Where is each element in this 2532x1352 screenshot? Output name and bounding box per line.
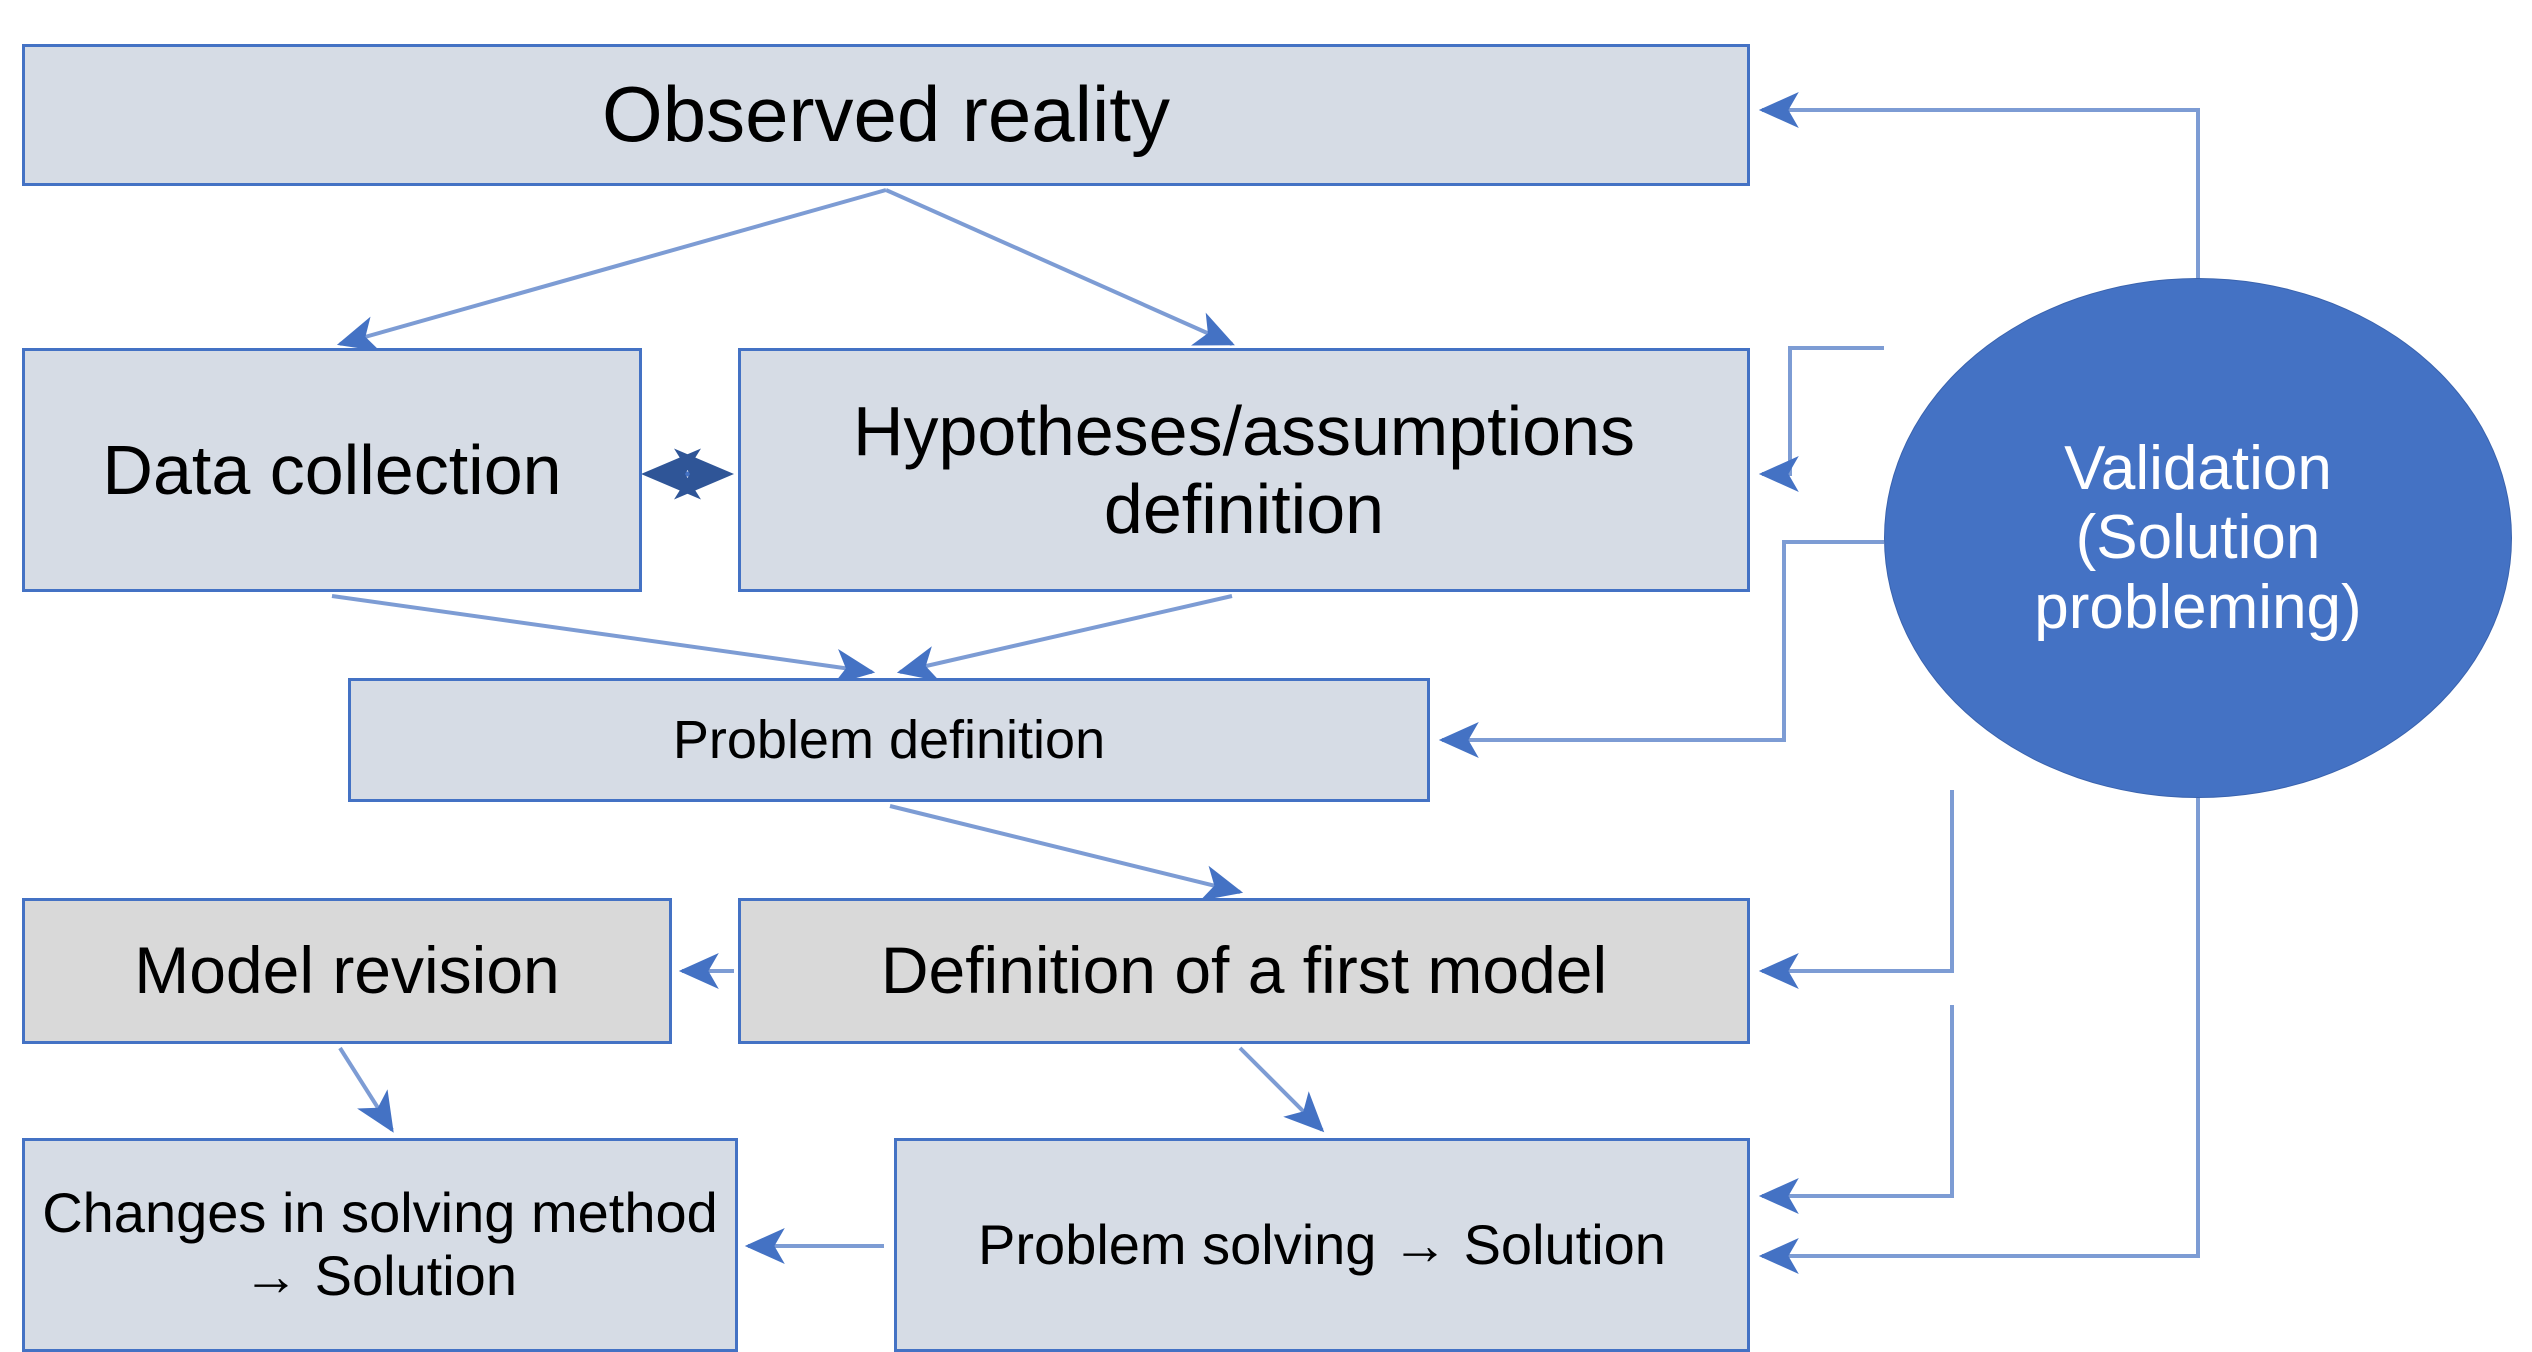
node-validation-line1: Validation (2064, 433, 2332, 503)
node-definition-of-a-first-model[interactable]: Definition of a first model (738, 898, 1750, 1044)
node-validation-solution-probleming[interactable]: Validation (Solution probleming) (1884, 278, 2512, 798)
node-problem-solving-label: Problem solving → Solution (978, 1212, 1666, 1277)
node-changes-line1: Changes in solving (42, 1181, 516, 1245)
node-problem-solving-line1: Problem solving → (978, 1212, 1449, 1276)
edge-observed-to-data (336, 188, 887, 352)
node-changes-label: Changes in solving method → Solution (37, 1181, 723, 1307)
node-first-model-label: Definition of a first model (880, 933, 1608, 1008)
node-changes-line2: method → Solution (243, 1181, 718, 1307)
node-validation-line2: (Solution (2075, 503, 2321, 573)
node-hypotheses-assumptions-definition[interactable]: Hypotheses/assumptions definition (738, 348, 1750, 592)
edge-modelrevision-to-changes (338, 1046, 394, 1133)
node-data-collection-label: Data collection (102, 431, 561, 509)
node-data-collection[interactable]: Data collection (22, 348, 642, 592)
edge-validation-to-observed (1758, 92, 2200, 280)
node-problem-definition-label: Problem definition (672, 709, 1106, 770)
edge-hypotheses-to-problemdefinition (896, 594, 1233, 682)
edge-validation-to-firstmodel (1758, 790, 1954, 989)
node-changes-in-solving-method[interactable]: Changes in solving method → Solution (22, 1138, 738, 1352)
edge-firstmodel-to-problemsolving (1238, 1046, 1325, 1133)
node-data-collection-line1: Data (102, 430, 251, 509)
node-observed-reality[interactable]: Observed reality (22, 44, 1750, 186)
node-validation-line3: probleming) (2034, 572, 2362, 642)
node-hypotheses-line1: Hypotheses/assumptions (852, 391, 1636, 470)
node-hypotheses-line2: definition (1103, 470, 1385, 548)
edge-validation-to-problemsolving-upper (1758, 1005, 1954, 1214)
edge-observed-to-hypotheses (885, 188, 1235, 346)
node-data-collection-line2: collection (269, 430, 562, 509)
node-model-revision-label: Model revision (134, 933, 560, 1008)
edge-validation-to-problemsolving-lower (1758, 798, 2200, 1274)
node-validation-label: Validation (Solution probleming) (2034, 434, 2361, 642)
node-problem-solving-solution[interactable]: Problem solving → Solution (894, 1138, 1750, 1352)
node-hypotheses-label: Hypotheses/assumptions definition (753, 392, 1735, 549)
edge-problemdefinition-to-firstmodel (889, 804, 1244, 901)
edge-data-to-problemdefinition (331, 594, 876, 685)
node-model-revision[interactable]: Model revision (22, 898, 672, 1044)
node-problem-solving-line2: Solution (1463, 1212, 1666, 1276)
edge-validation-to-hypotheses (1758, 346, 1884, 492)
node-problem-definition[interactable]: Problem definition (348, 678, 1430, 802)
node-observed-reality-label: Observed reality (602, 70, 1170, 159)
